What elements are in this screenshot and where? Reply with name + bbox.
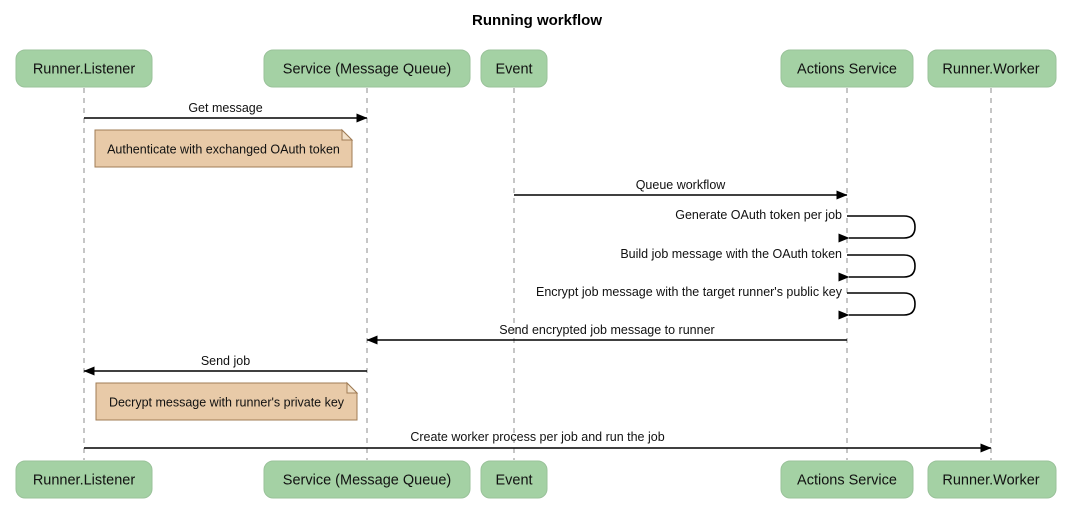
participant-runner-worker-bottom[interactable]: Runner.Worker: [927, 460, 1057, 499]
participant-event-top[interactable]: Event: [480, 49, 548, 88]
page-title: Running workflow: [472, 12, 602, 29]
note-body: [94, 129, 353, 168]
participant-label: Runner.Worker: [942, 62, 1039, 78]
message-send-encrypted-job-message-to-runner: Send encrypted job message to runner: [366, 323, 847, 345]
participant-box: [927, 460, 1057, 499]
lifelines-group: [83, 88, 992, 460]
participant-box: [263, 49, 471, 88]
participant-service-message-queue-bottom[interactable]: Service (Message Queue): [263, 460, 471, 499]
message-build-job-message-with-the-oauth-token: Build job message with the OAuth token: [620, 247, 916, 282]
participant-label: Actions Service: [797, 473, 897, 489]
note-label: Decrypt message with runner's private ke…: [109, 396, 345, 410]
message-send-job: Send job: [83, 354, 367, 376]
note-fold-corner-icon: [341, 128, 354, 141]
participant-box: [927, 49, 1057, 88]
message-label: Send job: [201, 354, 250, 368]
participant-runner-listener-bottom[interactable]: Runner.Listener: [15, 460, 153, 499]
participant-label: Service (Message Queue): [283, 473, 451, 489]
message-label: Encrypt job message with the target runn…: [536, 285, 843, 299]
message-encrypt-job-message-with-the-target-runners-public-key: Encrypt job message with the target runn…: [536, 285, 916, 320]
participant-label: Runner.Listener: [33, 473, 136, 489]
participants-top-group: Runner.Listener Service (Message Queue) Ev…: [15, 49, 1057, 88]
participant-event-bottom[interactable]: Event: [480, 460, 548, 499]
participant-label: Runner.Listener: [33, 62, 136, 78]
message-label: Generate OAuth token per job: [675, 208, 842, 222]
message-get-message: Get message: [84, 101, 368, 123]
participant-box: [15, 49, 153, 88]
notes-group: Authenticate with exchanged OAuth tokenD…: [94, 128, 359, 421]
note-label: Authenticate with exchanged OAuth token: [107, 143, 340, 157]
participant-box: [780, 460, 914, 499]
message-create-worker-process-per-job-and-run-the-job: Create worker process per job and run th…: [84, 430, 992, 453]
participant-actions-service-top[interactable]: Actions Service: [780, 49, 914, 88]
participant-box: [263, 460, 471, 499]
message-label: Queue workflow: [636, 178, 727, 192]
participant-box: [480, 49, 548, 88]
participant-box: [15, 460, 153, 499]
message-label: Create worker process per job and run th…: [410, 430, 664, 444]
message-generate-oauth-token-per-job: Generate OAuth token per job: [675, 208, 916, 243]
participant-label: Runner.Worker: [942, 473, 1039, 489]
participant-label: Actions Service: [797, 62, 897, 78]
participant-service-message-queue-top[interactable]: Service (Message Queue): [263, 49, 471, 88]
participant-label: Event: [495, 62, 532, 78]
self-loop-path: [838, 292, 916, 320]
note-decrypt-note: Decrypt message with runner's private ke…: [95, 381, 359, 421]
message-queue-workflow: Queue workflow: [514, 178, 848, 200]
self-loop-path: [838, 254, 916, 282]
participant-runner-listener-top[interactable]: Runner.Listener: [15, 49, 153, 88]
participants-bottom-group: Runner.Listener Service (Message Queue) Ev…: [15, 460, 1057, 499]
note-fold-corner-icon: [346, 381, 359, 394]
participant-box: [780, 49, 914, 88]
participant-runner-worker-top[interactable]: Runner.Worker: [927, 49, 1057, 88]
participant-label: Event: [495, 473, 532, 489]
participant-label: Service (Message Queue): [283, 62, 451, 78]
note-body: [95, 382, 358, 421]
message-label: Build job message with the OAuth token: [620, 247, 842, 261]
participant-actions-service-bottom[interactable]: Actions Service: [780, 460, 914, 499]
note-authenticate-note: Authenticate with exchanged OAuth token: [94, 128, 354, 168]
message-label: Get message: [188, 101, 262, 115]
participant-box: [480, 460, 548, 499]
message-label: Send encrypted job message to runner: [499, 323, 714, 337]
self-loop-path: [838, 215, 916, 243]
